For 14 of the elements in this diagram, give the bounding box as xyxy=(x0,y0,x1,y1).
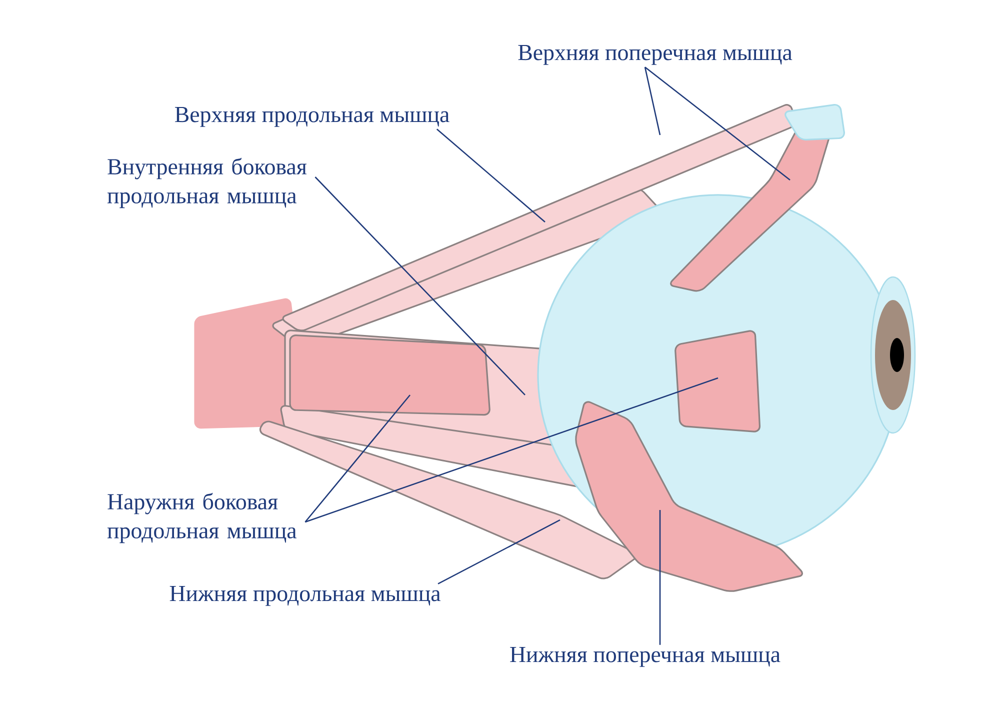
muscle-label: Нижняя поперечная мышца xyxy=(510,647,780,667)
leader-line xyxy=(438,519,560,584)
muscle-label: Внутренняя боковая продольная мышца xyxy=(107,158,307,208)
leader-line xyxy=(304,394,410,522)
leader-line xyxy=(644,66,790,180)
muscle-label: Верхняя поперечная мышца xyxy=(518,45,792,65)
muscle-label: Верхняя продольная мышца xyxy=(175,107,450,127)
leader-line xyxy=(644,66,661,136)
leader-line xyxy=(314,176,526,396)
muscle-label: Нижняя продольная мышца xyxy=(170,586,440,606)
leader-line xyxy=(436,128,546,222)
leader-line xyxy=(659,510,661,645)
muscle-label: Наружня боковая продольная мышца xyxy=(107,492,296,544)
leader-line xyxy=(305,377,718,523)
